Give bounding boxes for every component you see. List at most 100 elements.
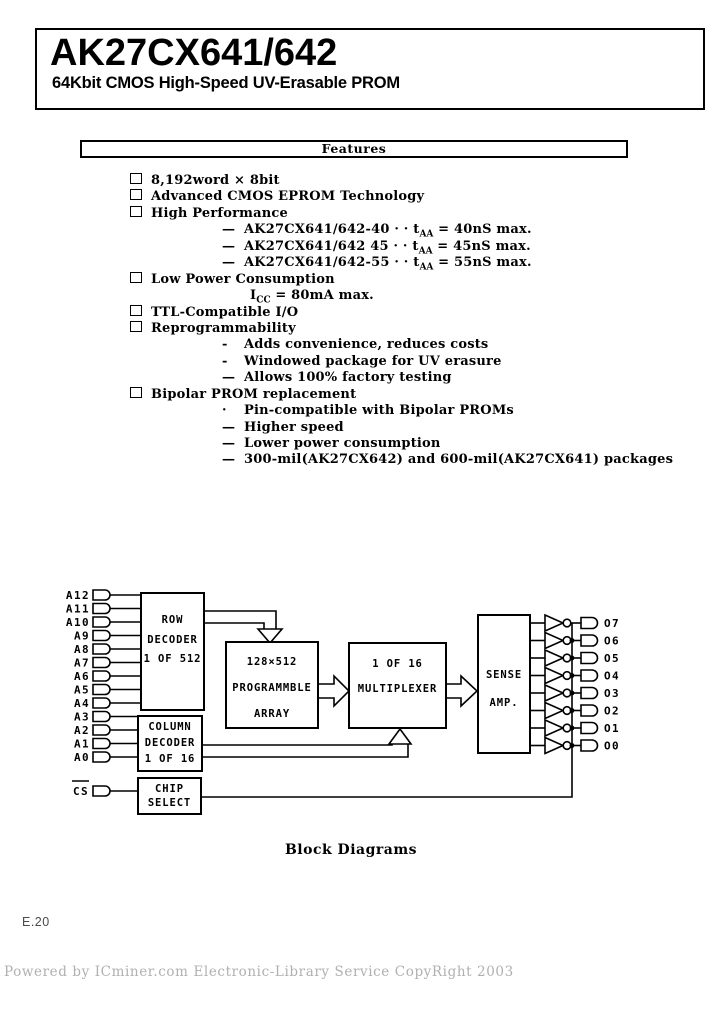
row-to-array-wire	[203, 610, 277, 629]
feature-text: = 80mA max.	[270, 288, 374, 304]
address-pin-pad-7	[92, 683, 111, 696]
feature-line: Reprogrammability	[130, 320, 690, 337]
row-decoder-block-label: DECODER	[147, 634, 198, 646]
address-pin-label-a5: A5	[74, 684, 90, 697]
programmable-array-block-label: ARRAY	[254, 708, 290, 720]
cs-pin-label: CS	[73, 785, 89, 798]
page-title: AK27CX641/642	[50, 32, 338, 74]
chip-select-block-label: SELECT	[148, 797, 191, 809]
output-pin-pad-1	[580, 634, 599, 647]
feature-line: · Pin-compatible with Bipolar PROMs	[222, 403, 690, 419]
programmable-array-block-label: PROGRAMMBLE	[232, 682, 311, 694]
feature-text-subscript: AA	[418, 246, 433, 257]
feature-text: AK27CX641/642-40 · · t	[244, 222, 420, 238]
address-pin-label-a0: A0	[74, 751, 90, 764]
sense-amp-block-label: SENSE	[486, 669, 522, 681]
feature-text-subscript: AA	[419, 262, 434, 273]
feature-text: Higher speed	[244, 419, 344, 435]
dash-bullet: —	[222, 419, 236, 435]
feature-text: TTL-Compatible I/O	[151, 304, 299, 320]
feature-text: Pin-compatible with Bipolar PROMs	[244, 403, 514, 419]
output-pin-label-o1: O1	[604, 722, 620, 735]
output-pin-label-o2: O2	[604, 705, 620, 718]
buffer-triangle-icon	[544, 736, 565, 755]
address-pin-label-a9: A9	[74, 630, 90, 643]
feature-text: High Performance	[151, 205, 288, 221]
dash-bullet: ·	[222, 403, 227, 419]
feature-line: High Performance	[130, 205, 690, 222]
feature-text: = 55nS max.	[433, 255, 532, 271]
column-to-mux-wire	[202, 744, 409, 758]
feature-line: 8,192word × 8bit	[130, 173, 690, 189]
dash-bullet: —	[222, 436, 236, 451]
address-pin-pad-5	[92, 656, 111, 669]
column-decoder-block	[137, 715, 203, 772]
buffer-triangle-icon	[544, 666, 565, 685]
row-decoder-block	[140, 592, 205, 711]
feature-text: Adds convenience, reduces costs	[244, 337, 489, 353]
output-pin-pad-0	[580, 616, 599, 630]
feature-line: — Higher speed	[222, 420, 690, 436]
feature-text: Lower power consumption	[244, 436, 441, 451]
column-decoder-block-label: COLUMN	[148, 721, 191, 733]
buffer-triangle-icon	[544, 701, 565, 720]
column-decoder-block-label: DECODER	[145, 737, 196, 749]
dash-bullet: —	[222, 370, 236, 386]
block-diagram: A12A11A10A9A8A7A6A5A4A3A2A1A0CSO7O6O5O4O…	[66, 589, 620, 815]
feature-text: Bipolar PROM replacement	[151, 386, 357, 402]
feature-text: AK27CX641/642-55 · · t	[244, 255, 420, 271]
address-pin-pad-8	[92, 697, 111, 709]
feature-line: ICC = 80mA max.	[250, 288, 690, 306]
feature-text: I	[250, 288, 257, 304]
feature-line: —AK27CX641/642-40 · · tAA = 40nS max.	[222, 222, 690, 240]
feature-text: Low Power Consumption	[151, 271, 335, 287]
address-pin-pad-10	[92, 724, 111, 736]
sense-amp-block	[477, 614, 531, 754]
feature-text: Windowed package for UV erasure	[244, 353, 502, 369]
feature-line: -Windowed package for UV erasure	[222, 354, 690, 370]
feature-text: 8,192word × 8bit	[151, 173, 280, 188]
output-pin-pad-4	[580, 686, 599, 700]
feature-line: TTL-Compatible I/O	[130, 304, 690, 321]
row-decoder-block-label: 1 OF 512	[144, 653, 202, 665]
output-pin-pad-5	[580, 704, 599, 717]
chip-select-block	[137, 777, 202, 815]
dash-bullet: —	[222, 222, 236, 238]
address-pin-label-a6: A6	[74, 670, 90, 683]
column-decoder-block-label: 1 OF 16	[145, 753, 196, 765]
feature-text: AK27CX641/642 45 · · t	[244, 238, 419, 254]
page-subtitle: 64Kbit CMOS High-Speed UV-Erasable PROM	[52, 74, 400, 92]
junction-dot	[569, 655, 575, 661]
row-to-array-wire	[203, 622, 265, 629]
output-pin-label-o7: O7	[604, 617, 620, 630]
address-pin-label-a1: A1	[74, 738, 90, 751]
diagram-caption: Block Diagrams	[284, 842, 418, 858]
dash-bullet: —	[222, 238, 236, 254]
address-pin-label-a2: A2	[74, 724, 90, 737]
feature-line: Bipolar PROM replacement	[130, 386, 690, 403]
array-to-mux-arrow-icon	[317, 674, 351, 708]
features-heading: Features	[80, 140, 628, 158]
address-pin-label-a3: A3	[74, 711, 90, 724]
buffer-triangle-icon	[544, 718, 565, 738]
address-pin-label-a7: A7	[74, 657, 90, 670]
programmable-array-block	[225, 641, 319, 729]
address-pin-label-a10: A10	[66, 616, 90, 629]
address-pin-pad-9	[92, 710, 111, 723]
checkbox-icon	[130, 386, 142, 398]
multiplexer-block-label: 1 OF 16	[372, 658, 423, 670]
output-pin-label-o0: O0	[604, 740, 620, 753]
row-decoder-block-label: ROW	[162, 614, 184, 626]
address-pin-pad-4	[92, 643, 111, 655]
feature-text: = 40nS max.	[433, 222, 532, 238]
output-pin-label-o3: O3	[604, 687, 620, 700]
feature-text-subscript: CC	[256, 295, 271, 306]
copyright-text: Powered by ICminer.com Electronic-Librar…	[4, 964, 514, 980]
address-pin-pad-11	[92, 737, 111, 750]
feature-text: Advanced CMOS EPROM Technology	[151, 189, 425, 205]
buffer-bubble-icon	[562, 618, 572, 628]
programmable-array-block-label: 128×512	[247, 656, 298, 668]
junction-dot	[569, 690, 575, 696]
output-pin-label-o4: O4	[604, 670, 620, 683]
